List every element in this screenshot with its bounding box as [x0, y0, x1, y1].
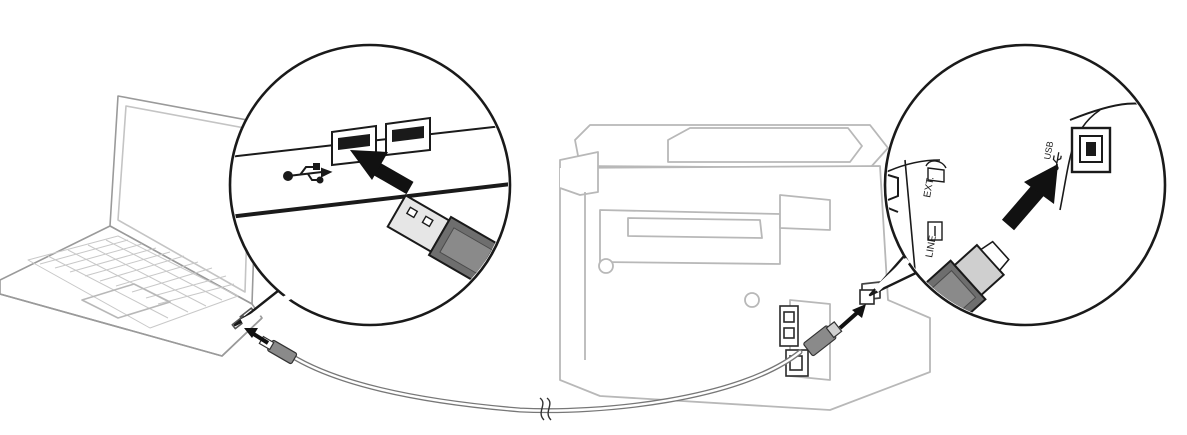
- usb-b-plug-small: [803, 321, 843, 357]
- printer-port-callout: USB EXT. LINE: [868, 43, 1167, 327]
- arrow-to-printer-icon: [838, 304, 866, 330]
- laptop-port-zoom-circle: [228, 43, 512, 327]
- insert-arrow-icon: [1001, 164, 1058, 231]
- insert-arrow-icon: [350, 150, 414, 195]
- printer: [559, 124, 931, 411]
- laptop-keyboard: [27, 235, 239, 329]
- ext-port-label: EXT.: [922, 176, 937, 199]
- printer-usb-b-port: [1070, 126, 1112, 174]
- usb-symbol-icon: [283, 163, 333, 184]
- cable-break-mark: [539, 397, 552, 421]
- printer-port-zoom-circle: [883, 43, 1167, 327]
- laptop-touchpad: [81, 283, 171, 319]
- laptop-port-callout: [228, 43, 512, 327]
- line-port-label: LINE: [924, 234, 939, 258]
- phone-jack-icon: [927, 221, 943, 241]
- arrow-to-laptop-icon: [244, 328, 270, 345]
- usb-port-label: USB: [1042, 140, 1055, 160]
- telephone-icon: [925, 160, 947, 183]
- laptop: [0, 95, 263, 357]
